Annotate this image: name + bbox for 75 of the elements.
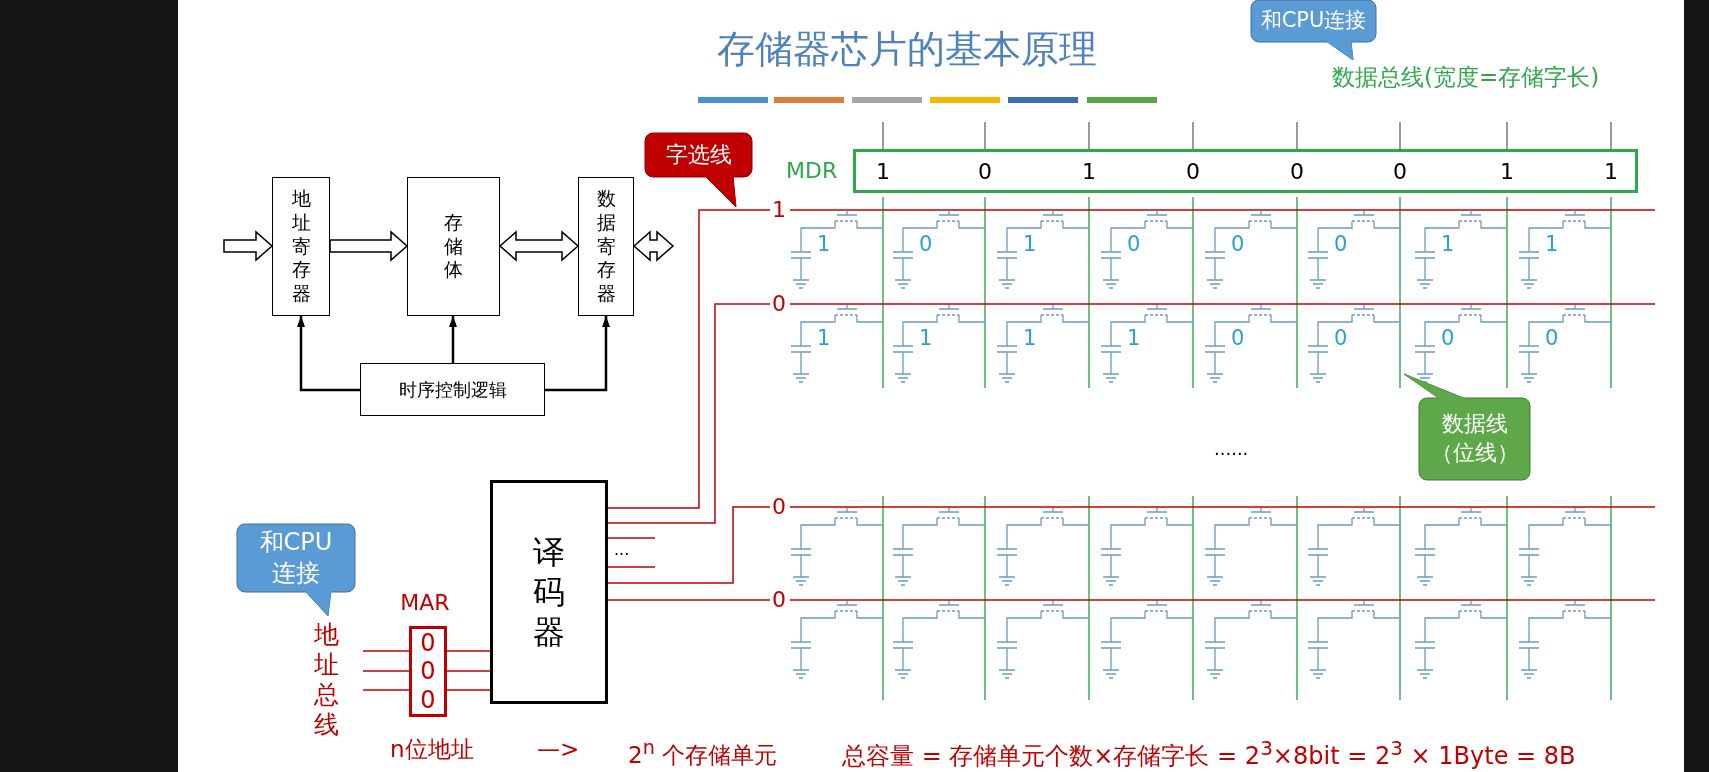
connector-line xyxy=(607,506,771,584)
box-label: 译码器 xyxy=(533,532,565,652)
title: 存储器芯片的基本原理 xyxy=(717,26,1097,73)
memory-array-box xyxy=(407,177,500,316)
bit-value: 1 xyxy=(817,326,831,352)
bit-value: 1 xyxy=(1127,326,1141,352)
bit-value: 1 xyxy=(817,232,831,258)
block-arrow xyxy=(223,230,274,262)
bit-value: 1 xyxy=(919,326,933,352)
ellipsis: ... xyxy=(614,540,630,560)
bit-value: 0 xyxy=(1127,232,1141,258)
bit-value: 0 xyxy=(1441,326,1455,352)
connector-line xyxy=(607,303,771,524)
connector-line xyxy=(362,650,410,652)
callout-text: 字选线 xyxy=(665,140,732,169)
connector-line xyxy=(607,537,656,539)
ellipsis: ...... xyxy=(1214,438,1249,460)
register-box xyxy=(578,177,634,316)
connector-line xyxy=(362,670,410,672)
box-label: 存储体 xyxy=(444,210,463,283)
bit-value: 0 xyxy=(420,658,436,685)
bit-value: 0 xyxy=(1334,232,1348,258)
bit-value: 0 xyxy=(1231,232,1245,258)
box-label: 地址寄存器 xyxy=(291,187,311,306)
bit-value: 0 xyxy=(1290,160,1304,185)
bit-value: 0 xyxy=(1231,326,1245,352)
register-label: MDR xyxy=(786,158,838,185)
bus-label: 数据总线(宽度=存储字长) xyxy=(1332,64,1600,92)
caption-text: 总容量 = 存储单元个数×存储字长 = 2$^{3}$×8bit = 2$^{3}$ × 1Byte = 8B xyxy=(842,736,1576,771)
bit-value: 1 xyxy=(1023,232,1037,258)
connector-line xyxy=(446,689,491,691)
callout-text: 和CPU连接 xyxy=(1260,7,1367,35)
bit-value: 0 xyxy=(1545,326,1559,352)
bit-value: 1 xyxy=(1441,232,1455,258)
bit-value: 0 xyxy=(1393,160,1407,185)
bit-value: 0 xyxy=(919,232,933,258)
arrow xyxy=(449,316,457,363)
word-line-label: 0 xyxy=(772,493,786,521)
caption-text: n位地址 xyxy=(390,736,474,764)
bit-value: 1 xyxy=(1500,160,1514,185)
connector-line xyxy=(607,209,771,509)
box-label: 数据寄存器 xyxy=(596,187,616,306)
bit-value: 0 xyxy=(978,160,992,185)
word-line-label: 0 xyxy=(772,586,786,614)
caption-text: 2$^{n}$ 个存储单元 xyxy=(628,736,778,770)
control-logic-box xyxy=(360,363,545,416)
callout-text: 数据线（位线） xyxy=(1429,410,1520,467)
bit-value: 0 xyxy=(420,629,436,657)
arrow xyxy=(545,316,610,392)
bit-value: 1 xyxy=(1604,160,1618,185)
bit-value: 0 xyxy=(1186,160,1200,185)
box-label: 时序控制逻辑 xyxy=(398,378,507,401)
word-line-label: 0 xyxy=(772,290,786,318)
bit-value: 1 xyxy=(876,160,890,185)
register-box xyxy=(272,177,330,316)
bit-value: 0 xyxy=(420,686,436,713)
connector-line xyxy=(607,599,771,601)
connector-line xyxy=(446,650,491,652)
bit-value: 1 xyxy=(1082,160,1096,185)
block-arrow xyxy=(632,230,675,262)
block-arrow xyxy=(498,230,580,262)
bus-label: 地址总线 xyxy=(314,620,339,740)
word-line-label: 1 xyxy=(772,196,786,224)
bit-value: 1 xyxy=(1545,232,1559,258)
connector-line xyxy=(362,689,410,691)
block-arrow xyxy=(329,230,409,262)
register-label: MAR xyxy=(399,590,451,617)
connector-line xyxy=(446,670,491,672)
decoder-box xyxy=(490,480,608,704)
callout-text: 和CPU连接 xyxy=(258,526,334,589)
bit-value: 1 xyxy=(1023,326,1037,352)
bit-value: 0 xyxy=(1334,326,1348,352)
caption-text: —> xyxy=(537,736,580,764)
connector-line xyxy=(607,566,656,568)
arrow xyxy=(297,316,360,392)
